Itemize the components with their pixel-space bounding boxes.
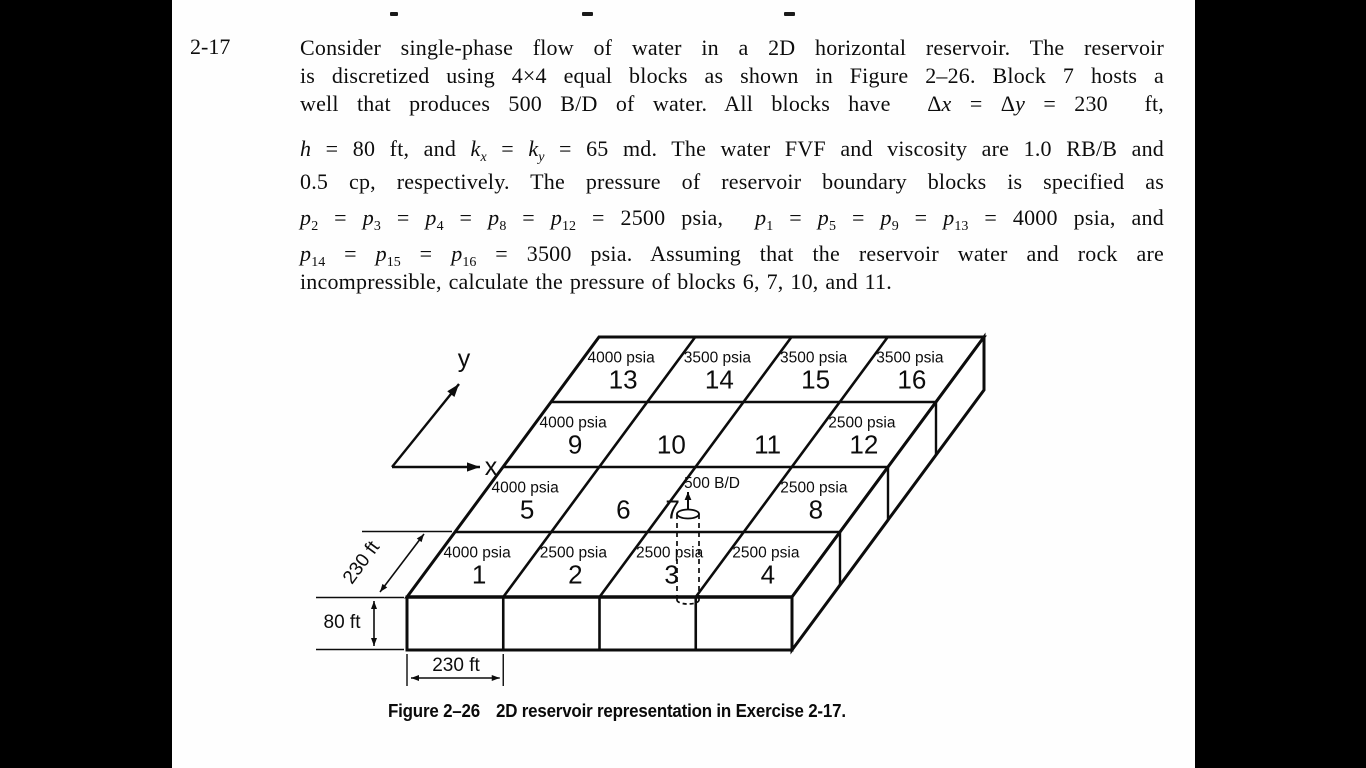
exercise-number: 2-17 (190, 34, 231, 59)
problem-statement: Consider single-phase flow of water in a… (300, 0, 1164, 310)
block-3-number: 3 (664, 560, 678, 590)
block-2-pressure: 2500 psia (540, 545, 608, 562)
block-7-number: 7 (665, 495, 679, 525)
well-symbol (676, 508, 700, 605)
block-1-number: 1 (472, 560, 486, 590)
block-5-pressure: 4000 psia (492, 480, 560, 497)
block-16-number: 16 (897, 365, 926, 395)
problem-line: incompressible, calculate the pressure o… (300, 269, 892, 294)
block-4-number: 4 (761, 560, 775, 590)
block-13-number: 13 (609, 365, 638, 395)
block-11-number: 11 (754, 430, 781, 460)
block-9-pressure: 4000 psia (540, 415, 608, 432)
block-12-number: 12 (849, 430, 878, 460)
y-axis-label: y (458, 345, 471, 373)
problem-line: Consider single-phase flow of water in a… (300, 35, 1164, 60)
block-10-number: 10 (657, 430, 686, 460)
problem-line: p2 = p3 = p4 = p8 = p12 = 2500 psia, p1 … (300, 205, 1164, 234)
scan-artifact (390, 12, 398, 16)
x-axis-label: x (485, 453, 498, 481)
block-13-pressure: 4000 psia (588, 350, 656, 367)
scan-artifact (784, 12, 795, 16)
figure-caption-label: Figure 2–26 (388, 701, 480, 721)
figure-caption-text: 2D reservoir representation in Exercise … (495, 701, 846, 721)
block-depth-dimension: 230 ft (339, 537, 385, 588)
problem-line: is discretized using 4×4 equal blocks as… (300, 63, 1164, 88)
block-1-pressure: 4000 psia (444, 545, 512, 562)
block-15-pressure: 3500 psia (780, 350, 848, 367)
block-9-number: 9 (568, 430, 582, 460)
right-black-border (1195, 0, 1366, 768)
block-6-number: 6 (616, 495, 630, 525)
left-black-border (0, 0, 172, 768)
well-rate-label: 500 B/D (684, 475, 740, 492)
block-14-number: 14 (705, 365, 734, 395)
block-4-pressure: 2500 psia (732, 545, 800, 562)
block-8-number: 8 (809, 495, 823, 525)
block-15-number: 15 (801, 365, 830, 395)
block-2-number: 2 (568, 560, 582, 590)
figure-caption: Figure 2–26 2D reservoir representation i… (388, 701, 846, 722)
block-16-pressure: 3500 psia (876, 350, 944, 367)
problem-line: p14 = p15 = p16 = 3500 psia. Assuming th… (300, 241, 1164, 270)
problem-line: well that produces 500 B/D of water. All… (300, 91, 1164, 116)
book-page: 2-17 Consider single-phase flow of water… (172, 0, 1195, 768)
block-width-dimension: 230 ft (432, 655, 480, 676)
block-12-pressure: 2500 psia (828, 415, 896, 432)
problem-line: 0.5 cp, respectively. The pressure of re… (300, 169, 1164, 194)
block-5-number: 5 (520, 495, 534, 525)
scan-artifact (582, 12, 593, 16)
thickness-dimension: 80 ft (324, 612, 362, 633)
block-8-pressure: 2500 psia (780, 480, 848, 497)
problem-line: h = 80 ft, and kx = ky = 65 md. The wate… (300, 136, 1164, 165)
block-3-pressure: 2500 psia (636, 545, 704, 562)
block-14-pressure: 3500 psia (684, 350, 752, 367)
